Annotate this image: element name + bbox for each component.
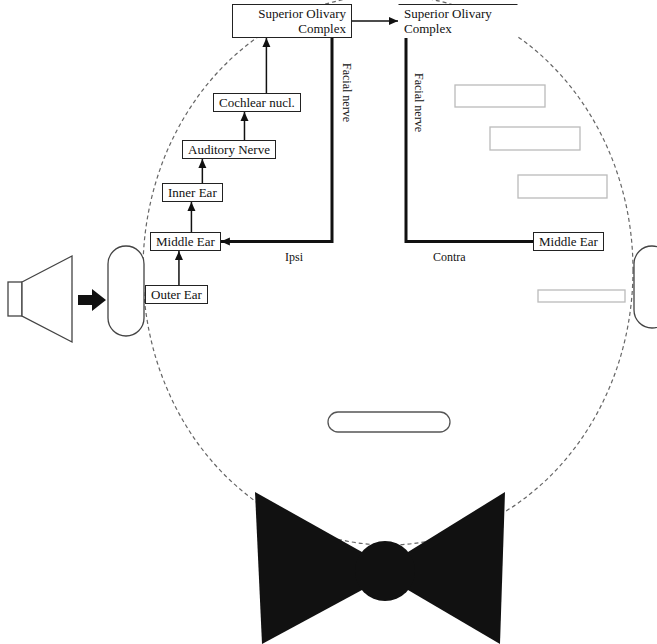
speaker-cone — [22, 256, 72, 342]
signal-arrow — [202, 159, 204, 183]
signal-arrow — [352, 20, 398, 22]
speaker-body — [8, 282, 22, 316]
path-label: Contra — [432, 250, 467, 264]
signal-arrow — [178, 251, 180, 285]
box-label: Inner Ear — [168, 185, 217, 200]
box-label: Middle Ear — [156, 234, 215, 249]
box-label: Cochlear nucl. — [219, 95, 295, 110]
bow-tie-knot — [355, 541, 415, 601]
faded-box — [455, 85, 545, 107]
head-outline — [143, 0, 633, 545]
nerve-label: Facial nerve — [412, 72, 426, 133]
nerve-label: Facial nerve — [340, 62, 354, 123]
pathway-box: Superior Olivary Complex — [398, 4, 518, 38]
box-label: Middle Ear — [539, 234, 598, 249]
pathway-box: Middle Ear — [150, 232, 221, 251]
pathway-box: Middle Ear — [533, 232, 604, 251]
box-label: Superior Olivary Complex — [238, 6, 346, 36]
faded-box — [538, 290, 625, 302]
signal-arrow — [266, 38, 268, 93]
pathway-box: Superior Olivary Complex — [232, 4, 352, 38]
box-label: Outer Ear — [151, 287, 202, 302]
pathway-box: Cochlear nucl. — [213, 93, 301, 112]
bow-tie-wing — [255, 492, 362, 644]
faded-box — [490, 127, 580, 150]
path-label: Ipsi — [284, 250, 304, 264]
box-label: Auditory Nerve — [188, 142, 270, 157]
sound-arrow — [78, 289, 106, 311]
faded-box — [518, 175, 607, 198]
nerve-path — [406, 38, 533, 242]
right-ear — [634, 246, 657, 328]
left-ear — [108, 246, 144, 336]
pathway-box: Auditory Nerve — [182, 140, 276, 159]
signal-arrow — [191, 202, 193, 232]
mouth — [328, 412, 450, 432]
pathway-box: Outer Ear — [145, 285, 208, 304]
pathway-box: Inner Ear — [162, 183, 223, 202]
signal-arrow — [244, 112, 246, 140]
bow-tie-wing — [408, 492, 505, 644]
box-label: Superior Olivary Complex — [404, 6, 512, 36]
